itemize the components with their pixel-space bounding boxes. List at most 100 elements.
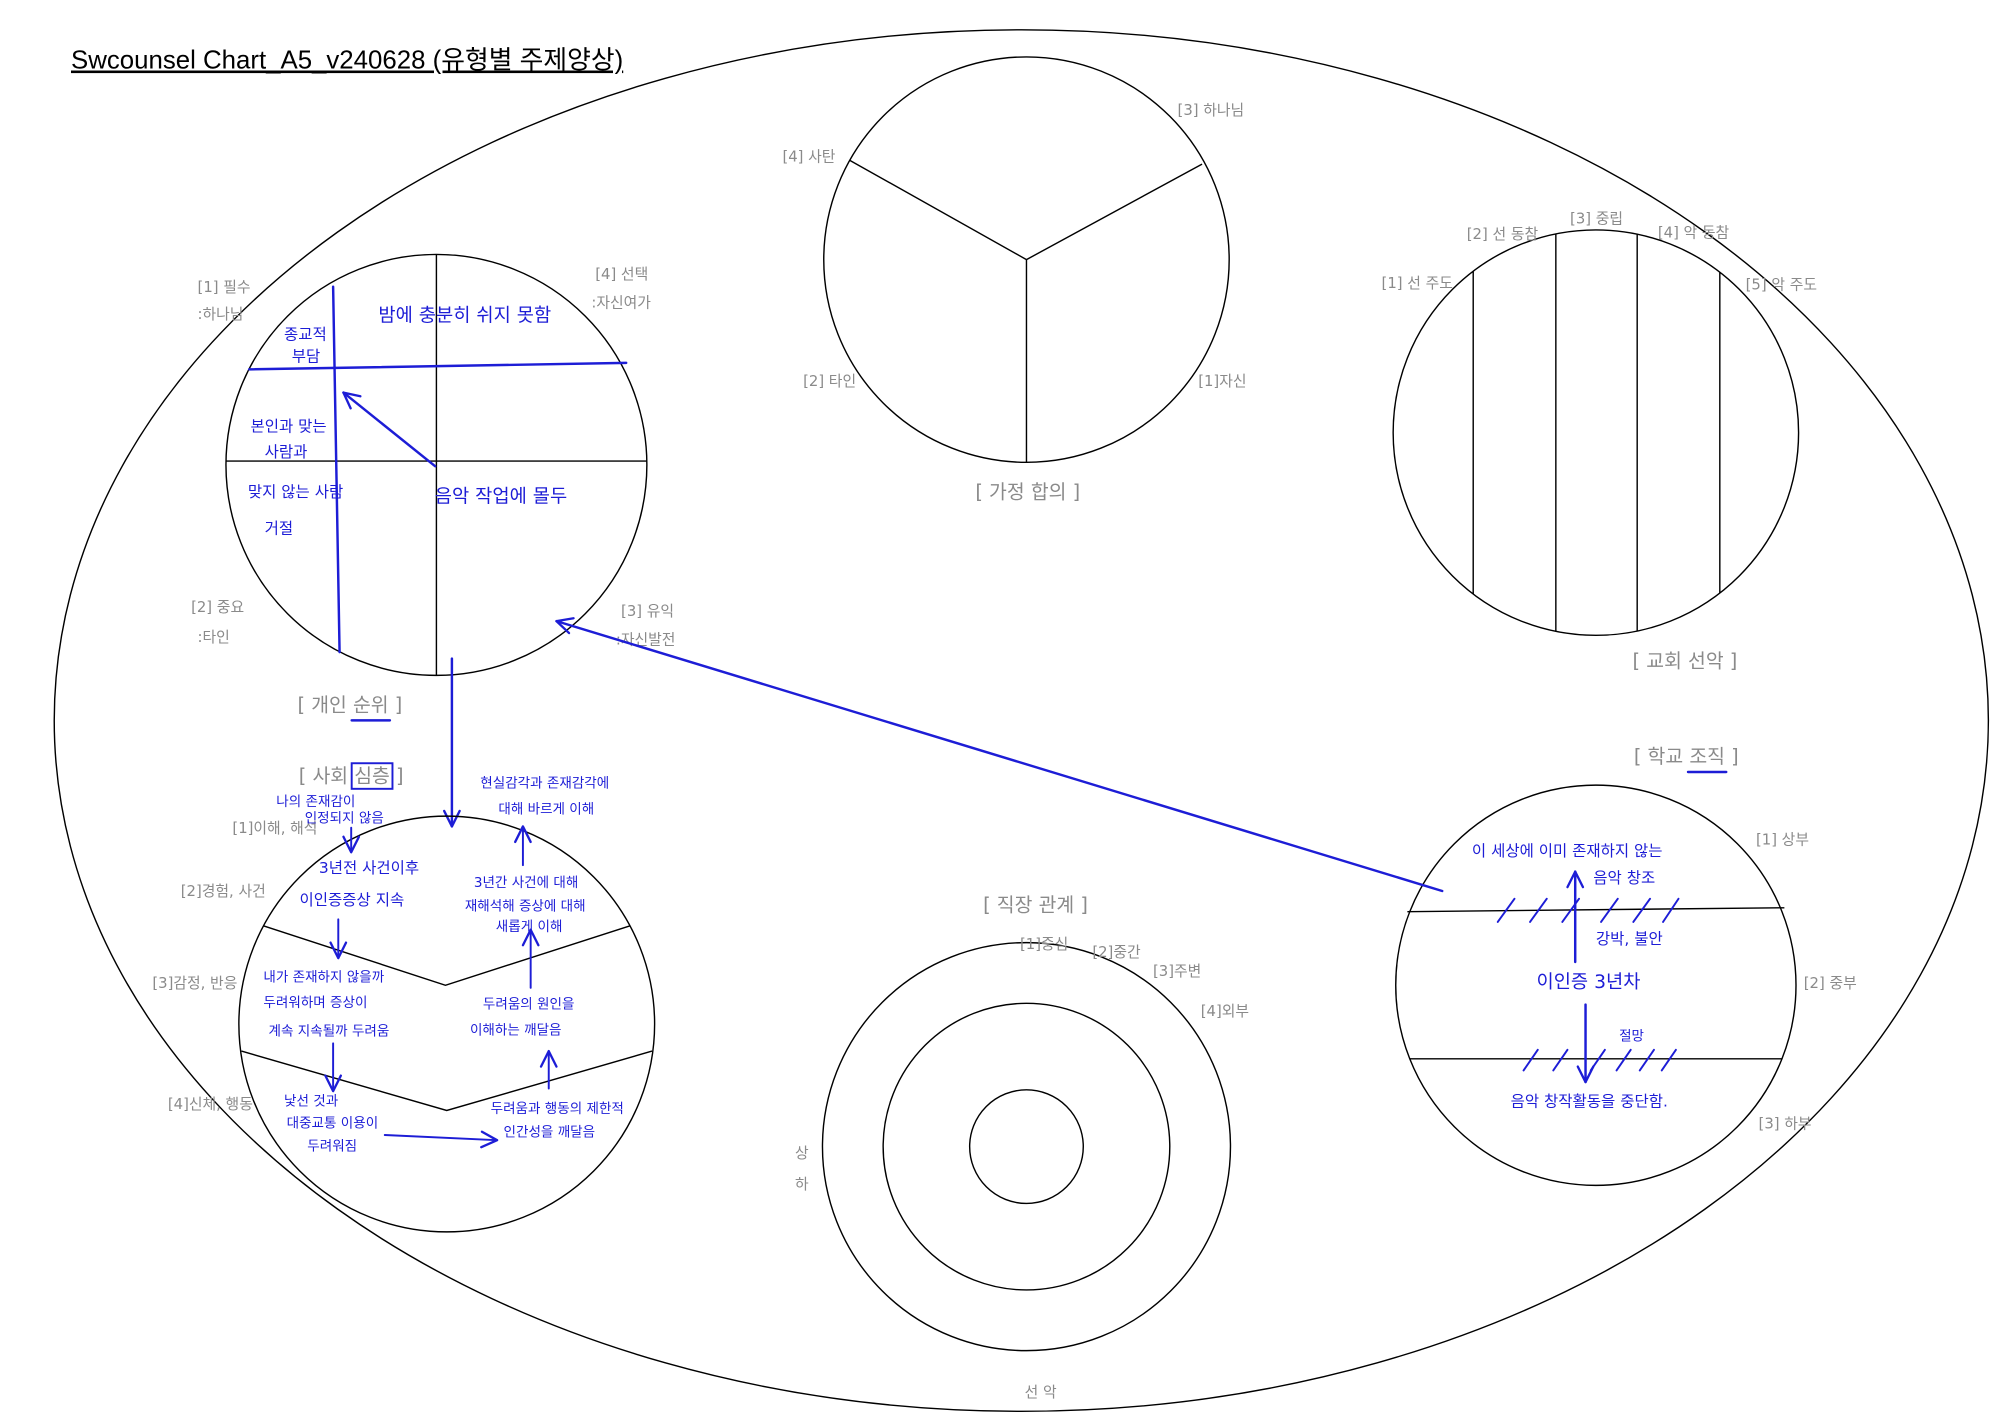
church-label-neutral: [3] 중립 bbox=[1570, 210, 1623, 227]
personal-caption-open: [ 개인 bbox=[297, 694, 346, 717]
chart-title: Swcounsel Chart_A5_v240628 (유형별 주제양상) bbox=[71, 46, 623, 75]
personal-note-fit-people: 본인과 맞는 bbox=[250, 417, 326, 435]
personal-label-optional-sub: :자신여가 bbox=[591, 294, 651, 311]
church-label-evil-lead: [5] 악 주도 bbox=[1746, 276, 1817, 293]
social-caption-box bbox=[350, 762, 394, 790]
hatch-mark bbox=[1638, 1048, 1655, 1072]
hatch-mark bbox=[1522, 1048, 1539, 1072]
personal-label-beneficial-sub: :자신발전 bbox=[616, 631, 676, 648]
work-relation-chart: [ 직장 관계 ] [1]중심 [2]중간 [3]주변 [4]외부 상 하 선 … bbox=[795, 894, 1249, 1401]
social-note-cause-insight: 이해하는 깨달음 bbox=[470, 1022, 562, 1038]
personal-pen-vertical-line bbox=[331, 285, 341, 654]
work-inner-ring bbox=[968, 1089, 1084, 1205]
school-note-creation: 음악 창조 bbox=[1593, 869, 1655, 887]
school-note-anxiety: 강박, 불안 bbox=[1596, 930, 1663, 948]
personal-note-religious-burden: 부담 bbox=[292, 348, 321, 366]
social-note-fear: 두려워하며 증상이 bbox=[263, 995, 367, 1011]
personal-label-essential-sub: :하나님 bbox=[198, 306, 244, 323]
personal-label-important-sub: :타인 bbox=[198, 629, 230, 646]
family-divider-god-line bbox=[1026, 163, 1203, 261]
church-good-evil-chart: [1] 선 주도 [2] 선 동참 [3] 중립 [4] 악 동참 [5] 악 … bbox=[1382, 210, 1817, 672]
social-note-fear: 내가 존재하지 않을까 bbox=[263, 969, 384, 985]
personal-caption-key: 순위 bbox=[353, 694, 389, 717]
family-divider-satan-line bbox=[849, 159, 1027, 261]
social-note-reality-sense: 현실감각과 존재감각에 bbox=[480, 776, 609, 792]
social-note-reinterpretation: 새롭게 이해 bbox=[496, 919, 563, 935]
school-caption-close: ] bbox=[1731, 745, 1739, 768]
personal-label-important: [2] 중요 bbox=[191, 599, 244, 616]
school-caption: [ 학교 조직 ] bbox=[1634, 745, 1739, 768]
personal-priority-chart: [1] 필수 :하나님 [4] 선택 :자신여가 [2] 중요 :타인 [3] … bbox=[191, 253, 676, 722]
work-axis-upper: 상 bbox=[795, 1145, 809, 1162]
personal-caption-close: ] bbox=[395, 694, 403, 717]
social-caption-open: [ 사회 bbox=[299, 765, 348, 788]
social-note-cause-insight: 두려움의 원인을 bbox=[483, 996, 575, 1012]
work-ring-middle: [2]중간 bbox=[1092, 944, 1141, 961]
social-note-avoidance: 대중교통 이용이 bbox=[287, 1115, 379, 1131]
church-label-good-lead: [1] 선 주도 bbox=[1382, 275, 1453, 292]
social-lower-chevron-line bbox=[241, 1050, 653, 1112]
work-middle-ring bbox=[882, 1002, 1171, 1291]
school-upper-divider-line bbox=[1407, 907, 1785, 913]
social-note-reinterpretation: 재해석해 증상에 대해 bbox=[465, 898, 586, 914]
personal-pen-horizontal-line bbox=[247, 361, 628, 371]
social-note-unrecognized: 나의 존재감이 bbox=[276, 794, 355, 810]
social-level-understanding: [1]이해, 해석 bbox=[232, 820, 317, 837]
school-note-creation: 이 세상에 이미 존재하지 않는 bbox=[1472, 842, 1663, 860]
personal-note-music-focus: 음악 작업에 몰두 bbox=[435, 486, 567, 507]
family-label-self: [1]자신 bbox=[1198, 373, 1246, 390]
work-caption: [ 직장 관계 ] bbox=[983, 894, 1088, 917]
hatch-mark bbox=[1529, 897, 1548, 923]
social-level-experience: [2]경험, 사건 bbox=[181, 883, 266, 900]
family-label-others: [2] 타인 bbox=[803, 373, 856, 390]
family-label-satan: [4] 사탄 bbox=[782, 148, 835, 165]
work-axis-bottom: 선 악 bbox=[1025, 1384, 1057, 1401]
social-note-reinterpretation: 3년간 사건에 대해 bbox=[474, 875, 578, 891]
social-note-incident: 3년전 사건이후 bbox=[319, 859, 419, 877]
school-caption-key: 조직 bbox=[1689, 745, 1725, 768]
school-level-lower: [3] 하부 bbox=[1759, 1116, 1812, 1133]
school-organization-chart: [ 학교 조직 ] [1] 상부 [2] 중부 [3] 하부 이 세상에 이미 … bbox=[1395, 745, 1857, 1187]
social-note-limits: 인간성을 깨달음 bbox=[504, 1124, 596, 1140]
personal-note-fit-people: 사람과 bbox=[265, 443, 308, 461]
school-lower-hatch-marks bbox=[1522, 1048, 1677, 1072]
social-caption-close: ] bbox=[396, 765, 404, 788]
church-circle bbox=[1392, 229, 1800, 637]
school-note-despair: 절망 bbox=[1619, 1029, 1644, 1045]
work-ring-center: [1]중심 bbox=[1020, 936, 1068, 953]
social-note-limits: 두려움과 행동의 제한적 bbox=[491, 1101, 624, 1117]
social-note-symptoms: 이인증증상 지속 bbox=[300, 891, 405, 909]
outer-ellipse bbox=[53, 29, 1990, 1413]
personal-label-essential: [1] 필수 bbox=[198, 279, 251, 296]
personal-note-religious-burden: 종교적 bbox=[284, 326, 327, 344]
hatch-mark bbox=[1632, 897, 1652, 923]
family-caption: [ 가정 합의 ] bbox=[975, 480, 1080, 503]
family-label-god: [3] 하나님 bbox=[1178, 102, 1245, 119]
social-circle bbox=[238, 815, 656, 1233]
hatch-mark bbox=[1615, 1048, 1632, 1072]
personal-label-optional: [4] 선택 bbox=[595, 266, 648, 283]
work-axis-lower: 하 bbox=[795, 1176, 809, 1193]
personal-caption: [ 개인 순위 ] bbox=[297, 694, 402, 717]
social-caption: [ 사회 심층 ] bbox=[299, 765, 404, 788]
hatch-mark bbox=[1660, 1048, 1677, 1072]
hatch-mark bbox=[1589, 1048, 1606, 1072]
social-note-unrecognized: 인정되지 않음 bbox=[305, 811, 384, 827]
church-label-good-join: [2] 선 동참 bbox=[1467, 226, 1539, 243]
school-to-personal-arrow bbox=[555, 617, 1444, 893]
social-level-emotion: [3]감정, 반응 bbox=[152, 975, 237, 992]
hatch-mark bbox=[1496, 897, 1516, 923]
family-agreement-chart: [3] 하나님 [4] 사탄 [2] 타인 [1]자신 [ 가정 합의 ] bbox=[782, 56, 1246, 503]
school-note-depersonalization: 이인증 3년차 bbox=[1536, 972, 1640, 993]
social-depth-chart: [ 사회 심층 ] [1]이해, 해석 [2]경험, 사건 [3]감정, 반응 … bbox=[152, 762, 656, 1233]
work-ring-peripheral: [3]주변 bbox=[1153, 963, 1201, 980]
social-level-body: [4]신체, 행동 bbox=[168, 1096, 253, 1113]
work-outer-ring bbox=[821, 941, 1232, 1352]
hatch-mark bbox=[1600, 897, 1619, 923]
social-note-fear: 계속 지속될까 두려움 bbox=[269, 1024, 390, 1040]
hatch-mark bbox=[1552, 1048, 1569, 1072]
personal-note-unfit-people: 거절 bbox=[265, 519, 294, 537]
social-note-reality-sense: 대해 바르게 이해 bbox=[498, 802, 594, 818]
